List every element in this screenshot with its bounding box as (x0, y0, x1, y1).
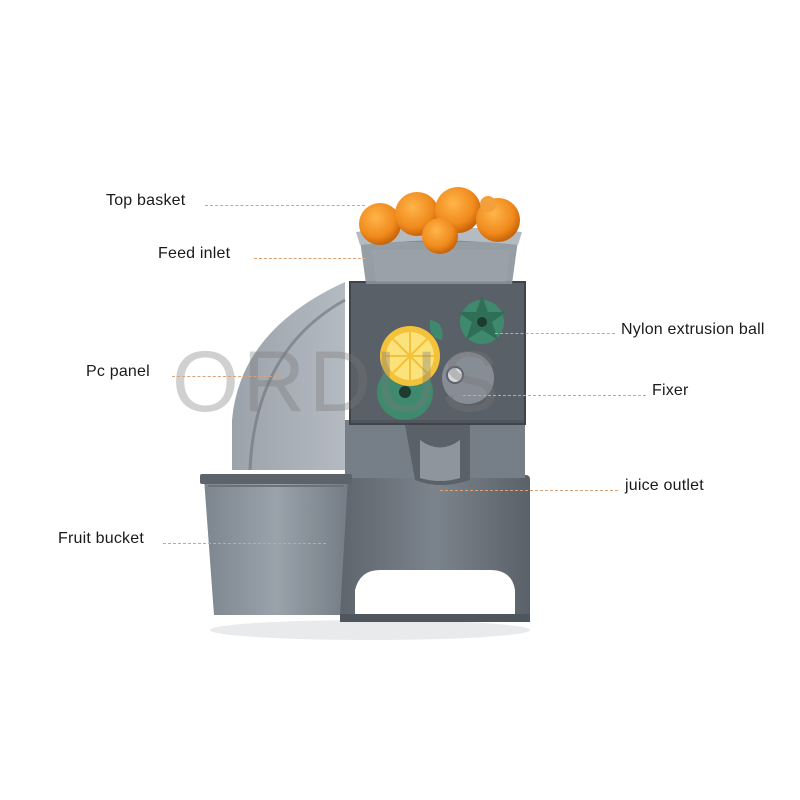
nylon-extrusion-ball (458, 296, 506, 344)
label-feed-inlet: Feed inlet (158, 245, 231, 262)
label-fixer: Fixer (652, 382, 689, 399)
oranges (359, 187, 520, 254)
leader-juice-outlet (440, 490, 618, 491)
leader-fixer (463, 395, 646, 396)
fixer (446, 366, 464, 384)
leader-pc-panel (172, 376, 282, 377)
label-fruit-bucket: Fruit bucket (58, 530, 144, 547)
leader-feed-inlet (254, 258, 366, 259)
leader-top-basket (205, 205, 365, 206)
label-juice-outlet: juice outlet (625, 477, 704, 494)
pc-panel-chute (232, 282, 345, 470)
label-nylon-extrusion-ball: Nylon extrusion ball (621, 321, 765, 338)
label-pc-panel: Pc panel (86, 363, 150, 380)
fruit-bucket (200, 474, 352, 615)
halved-orange (380, 320, 443, 386)
label-top-basket: Top basket (106, 192, 186, 209)
leader-fruit-bucket (163, 543, 326, 544)
leader-nylon-extrusion-ball (495, 333, 615, 334)
floor-shadow (210, 620, 530, 640)
